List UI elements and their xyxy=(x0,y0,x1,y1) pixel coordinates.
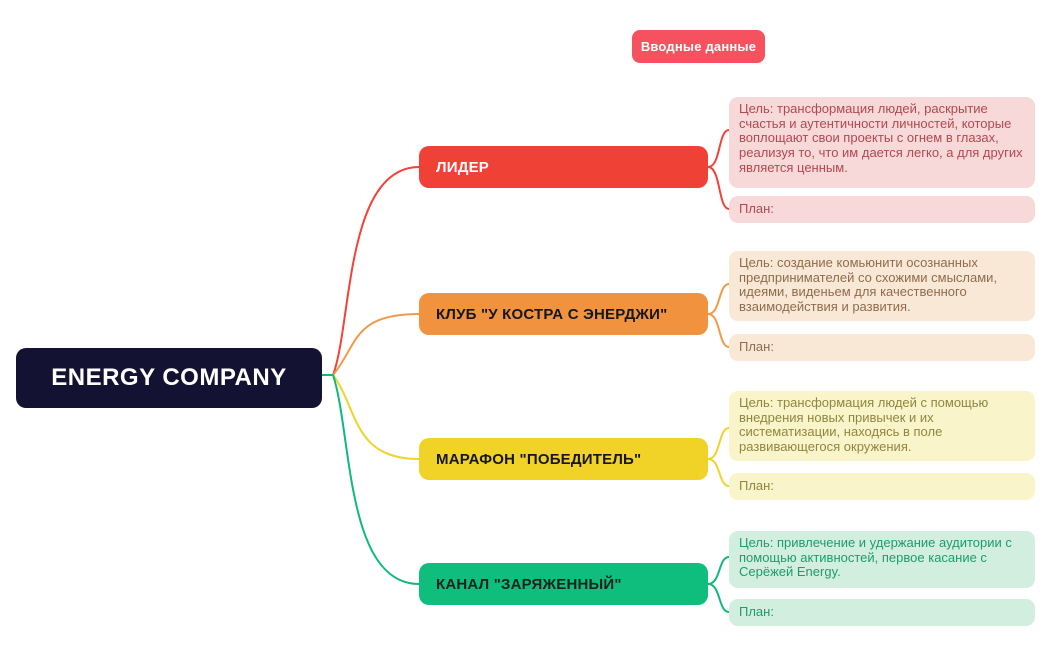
plan-text: План: xyxy=(739,339,774,355)
plan-text: План: xyxy=(739,478,774,494)
plan-node-marafon[interactable]: План: xyxy=(729,473,1035,500)
intro-data-node[interactable]: Вводные данные xyxy=(632,30,765,63)
branch-node-label: МАРАФОН "ПОБЕДИТЕЛЬ" xyxy=(436,450,642,468)
goal-text: Цель: привлечение и удержание аудитории … xyxy=(739,535,1012,580)
branch-node-label: ЛИДЕР xyxy=(436,158,490,176)
goal-node-kanal[interactable]: Цель: привлечение и удержание аудитории … xyxy=(729,531,1035,588)
root-node-label: ENERGY COMPANY xyxy=(51,364,287,391)
connector-root-marafon xyxy=(332,374,420,460)
goal-text: Цель: создание комьюнити осознанных пред… xyxy=(739,255,998,315)
connector-root-kanal xyxy=(332,374,420,585)
plan-node-kanal[interactable]: План: xyxy=(729,599,1035,626)
connector-marafon-plan xyxy=(707,458,730,487)
goal-text: Цель: трансформация людей, раскрытие сча… xyxy=(739,101,1023,175)
goal-node-marafon[interactable]: Цель: трансформация людей с помощью внед… xyxy=(729,391,1035,461)
goal-node-lider[interactable]: Цель: трансформация людей, раскрытие сча… xyxy=(729,97,1035,188)
connector-root-klub xyxy=(332,313,420,376)
root-node-energy-company[interactable]: ENERGY COMPANY xyxy=(16,348,322,408)
connector-root-lider xyxy=(332,166,420,376)
branch-node-kanal[interactable]: КАНАЛ "ЗАРЯЖЕННЫЙ" xyxy=(419,563,708,605)
connector-kanal-goal xyxy=(707,556,730,585)
branch-node-label: КЛУБ "У КОСТРА С ЭНЕРДЖИ" xyxy=(436,305,668,323)
connector-klub-goal xyxy=(707,283,730,315)
branch-node-klub[interactable]: КЛУБ "У КОСТРА С ЭНЕРДЖИ" xyxy=(419,293,708,335)
branch-node-label: КАНАЛ "ЗАРЯЖЕННЫЙ" xyxy=(436,575,622,593)
plan-node-lider[interactable]: План: xyxy=(729,196,1035,223)
connector-lider-goal xyxy=(707,129,730,168)
branch-node-lider[interactable]: ЛИДЕР xyxy=(419,146,708,188)
goal-node-klub[interactable]: Цель: создание комьюнити осознанных пред… xyxy=(729,251,1035,321)
plan-text: План: xyxy=(739,604,774,620)
goal-text: Цель: трансформация людей с помощью внед… xyxy=(739,395,989,455)
connector-klub-plan xyxy=(707,313,730,348)
connector-marafon-goal xyxy=(707,427,730,460)
connector-lider-plan xyxy=(707,166,730,210)
branch-node-marafon[interactable]: МАРАФОН "ПОБЕДИТЕЛЬ" xyxy=(419,438,708,480)
plan-text: План: xyxy=(739,201,774,217)
plan-node-klub[interactable]: План: xyxy=(729,334,1035,361)
intro-data-label: Вводные данные xyxy=(640,39,757,54)
connector-kanal-plan xyxy=(707,583,730,613)
